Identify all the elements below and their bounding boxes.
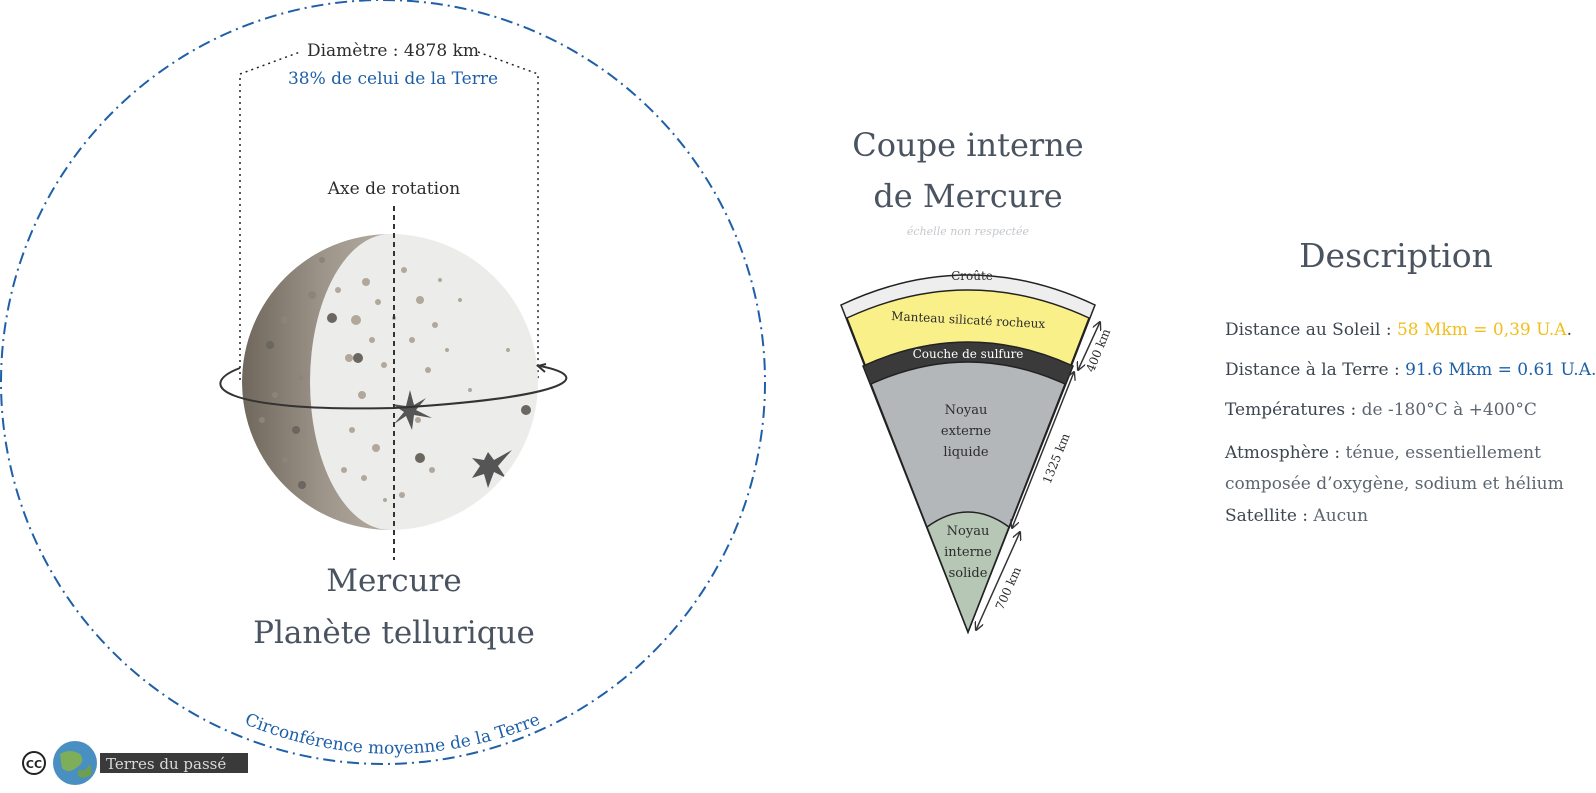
sun-distance-row: Distance au Soleil : 58 Mkm = 0,39 U.A. <box>1225 318 1575 342</box>
outer-core-dimension-arrow <box>1012 372 1074 528</box>
crust-label: Croûte <box>951 269 993 283</box>
sulfide-label: Couche de sulfure <box>913 347 1024 361</box>
inner-core-dimension-label: 700 km <box>993 564 1024 612</box>
atmosphere-label: Atmosphère : <box>1225 443 1346 463</box>
description-panel: Distance au Soleil : 58 Mkm = 0,39 U.A. … <box>1225 318 1596 544</box>
section-title-line1: Coupe interne <box>852 126 1083 164</box>
sun-distance-value: 58 Mkm = 0,39 U.A <box>1396 320 1567 340</box>
satellite-value: Aucun <box>1313 506 1369 526</box>
earth-distance-label: Distance à la Terre : <box>1225 360 1406 380</box>
description-title: Description <box>1299 236 1493 275</box>
temperature-value: de -180°C à +400°C <box>1361 400 1537 420</box>
mantle-dimension-arrow <box>1078 322 1100 370</box>
planet-name: Mercure <box>326 563 461 599</box>
svg-text:solide: solide <box>949 566 988 581</box>
svg-text:Noyau: Noyau <box>945 403 988 418</box>
rotation-ellipse <box>219 365 568 410</box>
inner-core-label: Noyau interne solide <box>944 524 992 581</box>
diameter-bracket <box>239 51 539 380</box>
planet-type: Planète tellurique <box>253 615 535 651</box>
diameter-ratio: 38% de celui de la Terre <box>288 69 498 89</box>
earth-distance-value: 91.6 Mkm = 0.61 U.A. <box>1405 360 1596 380</box>
outer-core-label: Noyau externe liquide <box>941 403 992 460</box>
inner-core-dimension-arrow <box>976 532 1020 630</box>
svg-text:Noyau: Noyau <box>947 524 990 539</box>
earth-distance-row: Distance à la Terre : 91.6 Mkm = 0.61 U.… <box>1225 358 1596 382</box>
axis-label: Axe de rotation <box>327 179 461 199</box>
cc-license-text: CC <box>26 758 42 771</box>
temperature-row: Températures : de -180°C à +400°C <box>1225 398 1575 422</box>
logo-text: Terres du passé <box>106 755 226 773</box>
earth-circumference-circle <box>0 0 766 765</box>
section-scale-note: échelle non respectée <box>907 225 1030 238</box>
satellite-row: Satellite : Aucun <box>1225 504 1575 528</box>
diameter-label: Diamètre : 4878 km <box>307 41 479 61</box>
rotation-arrow-icon <box>535 363 547 373</box>
temperature-label: Températures : <box>1225 400 1362 420</box>
cc-license-icon <box>22 751 46 775</box>
sun-distance-period: . <box>1566 320 1572 340</box>
svg-text:interne: interne <box>944 545 992 560</box>
satellite-label: Satellite : <box>1225 506 1314 526</box>
sun-distance-label: Distance au Soleil : <box>1225 320 1397 340</box>
mercury-planet-illustration <box>242 234 538 530</box>
svg-text:liquide: liquide <box>943 445 988 460</box>
terres-du-passe-logo: Terres du passé CC <box>22 741 248 785</box>
atmosphere-row: Atmosphère : ténue, essentiellement comp… <box>1225 438 1575 500</box>
atmosphere-value: ténue, essentiellement composée d’oxygèn… <box>1225 443 1564 494</box>
section-title-line2: de Mercure <box>873 177 1062 215</box>
svg-text:externe: externe <box>941 424 992 439</box>
